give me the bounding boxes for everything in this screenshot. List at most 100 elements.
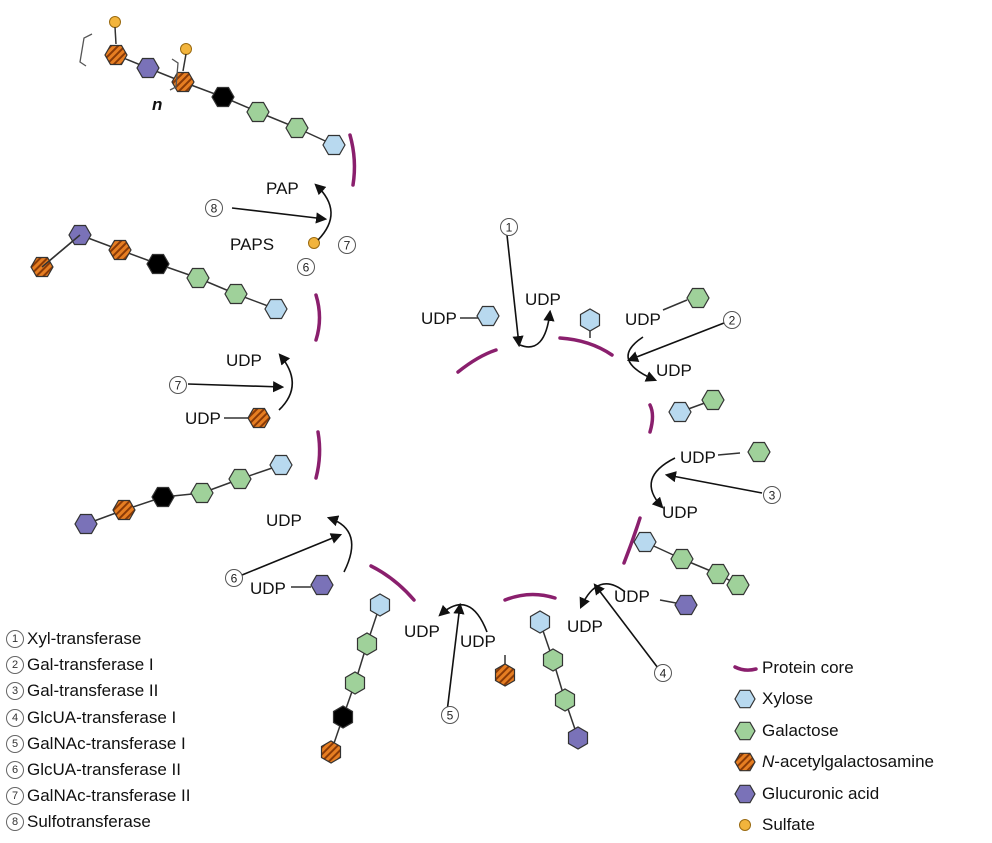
xylose-hexagon <box>476 305 500 327</box>
step-number-badge: 1 <box>6 630 24 649</box>
legend-label: Xylose <box>762 689 814 709</box>
galnac-hexagon <box>494 663 516 687</box>
glucuronic-acid-hexagon <box>567 726 589 750</box>
step-number-badge: 5 <box>6 734 24 753</box>
enzyme-name: Gal-transferase I <box>27 655 154 675</box>
repeat-count-n: n <box>152 95 162 114</box>
glycosidic-bond <box>41 234 81 268</box>
galactose-hexagon <box>542 648 564 672</box>
step-number: 8 <box>211 202 218 216</box>
arrow <box>187 381 285 393</box>
text-label: PAP <box>266 179 299 198</box>
step-number: 6 <box>231 572 238 586</box>
linker-hexagon <box>332 705 354 729</box>
text-label: UDP <box>662 503 698 522</box>
xylose-hexagon-icon <box>732 686 758 712</box>
legend-label: Glucuronic acid <box>762 783 880 803</box>
galnac-hexagon <box>247 407 271 429</box>
galactose-hexagon <box>246 101 270 123</box>
step-number-badge: 8 <box>6 813 24 832</box>
protein-core <box>456 348 498 374</box>
step-number: 5 <box>447 709 454 723</box>
galactose-hexagon <box>285 117 309 139</box>
galactose-hexagon-icon <box>732 718 758 744</box>
arrow <box>446 602 465 713</box>
protein-core <box>648 403 655 434</box>
sulfate-dot <box>180 43 192 55</box>
step-number: 2 <box>729 314 736 328</box>
step-number: 7 <box>175 379 182 393</box>
arrow <box>593 583 659 669</box>
text-label: UDP <box>185 409 221 428</box>
galactose-hexagon <box>670 548 694 570</box>
sulfate-dot <box>109 16 121 28</box>
glucuronic-acid-hexagon <box>674 594 698 616</box>
protein-core <box>369 564 416 602</box>
linker-hexagon <box>211 86 235 108</box>
glycosidic-bond <box>717 452 741 456</box>
step-number-circle <box>500 218 518 236</box>
legend-label: Galactose <box>762 720 839 740</box>
arrow <box>626 322 725 362</box>
arrow <box>241 533 343 576</box>
legend-sulfate: Sulfate <box>732 810 934 842</box>
text-label: UDP <box>525 290 561 309</box>
protein-core <box>314 430 322 480</box>
protein-core <box>314 293 322 342</box>
step-number-circle <box>654 664 672 682</box>
galactose-hexagon <box>228 468 252 490</box>
step-number-badge: 2 <box>6 656 24 675</box>
xylose-hexagon <box>668 401 692 423</box>
enzyme-name: GalNAc-transferase II <box>27 786 191 806</box>
step-number-circle <box>763 486 781 504</box>
enzyme-name: Xyl-transferase <box>27 629 142 649</box>
galnac-hexagon-icon <box>732 749 758 775</box>
xylose-hexagon <box>369 593 391 617</box>
arrow <box>519 309 555 348</box>
galactose-hexagon <box>706 563 730 585</box>
reaction-labels: nPAPPAPS876UDPUDP7UDPUDP6UDPUDP5UDPUDP4U… <box>152 95 781 724</box>
text-label: UDP <box>404 622 440 641</box>
enzyme-name: GlcUA-transferase I <box>27 707 177 727</box>
sugar-chains <box>30 16 771 764</box>
galactose-hexagon <box>554 688 576 712</box>
step-number-circle <box>205 199 223 217</box>
arrow <box>278 353 293 411</box>
xylose-hexagon <box>322 134 346 156</box>
text-label: UDP <box>567 617 603 636</box>
step-number-circle <box>297 258 315 276</box>
legend-xylose: Xylose <box>732 684 934 716</box>
repeat-bracket-right <box>169 58 179 91</box>
glucuronic-acid-hexagon <box>136 57 160 79</box>
protein-core <box>622 516 642 565</box>
step-number: 7 <box>344 239 351 253</box>
arrow <box>579 583 626 610</box>
linker-hexagon <box>146 253 170 275</box>
legend-label: Sulfate <box>762 815 815 835</box>
step-number: 4 <box>660 667 667 681</box>
arrow <box>231 207 328 224</box>
protein-core <box>558 336 614 357</box>
text-label: UDP <box>421 309 457 328</box>
glucuronic-acid-hexagon <box>310 574 334 596</box>
step-number-badge: 4 <box>6 708 24 727</box>
linker-hexagon <box>151 486 175 508</box>
legend-protein-core: Protein core <box>732 652 934 684</box>
step-number: 6 <box>303 261 310 275</box>
galnac-hexagon <box>108 239 132 261</box>
glycosidic-bond <box>182 53 187 72</box>
text-label: UDP <box>250 579 286 598</box>
enzyme-name: GlcUA-transferase II <box>27 760 181 780</box>
xylose-hexagon <box>633 531 657 553</box>
arrow <box>326 515 353 573</box>
arrow <box>650 457 676 509</box>
arrow <box>314 183 332 241</box>
legend-label: Protein core <box>762 657 854 677</box>
step-number-circle <box>723 311 741 329</box>
galnac-hexagon <box>171 71 195 93</box>
